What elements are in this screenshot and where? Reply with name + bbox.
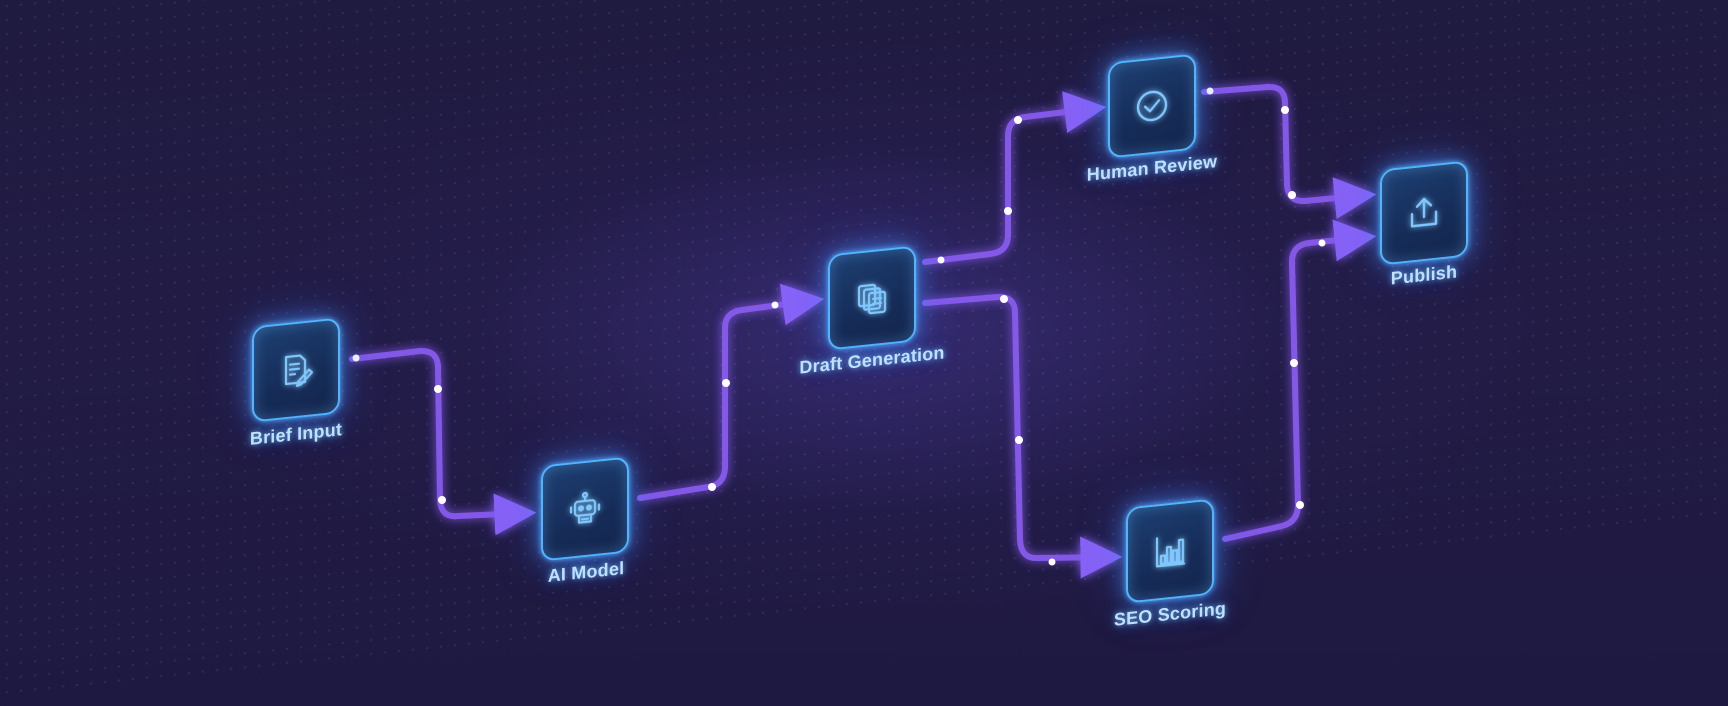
- stacked-documents-icon: [857, 283, 887, 315]
- connector-brief-to-ai: [349, 347, 537, 536]
- connector-review-to-publish: [1201, 83, 1377, 220]
- document-pen-icon: [284, 354, 314, 388]
- node-ai-model[interactable]: [541, 456, 629, 562]
- upload-icon: [1410, 197, 1438, 228]
- connector-draft-to-seo: [922, 293, 1123, 579]
- connector-ai-to-draft: [637, 283, 825, 501]
- robot-icon: [569, 491, 601, 524]
- bar-chart-icon: [1155, 537, 1186, 568]
- node-publish[interactable]: [1380, 160, 1468, 266]
- node-seo-scoring[interactable]: [1126, 498, 1214, 604]
- node-brief-input[interactable]: [252, 317, 340, 423]
- connector-draft-to-review: [922, 91, 1107, 265]
- check-circle-icon: [1136, 90, 1168, 122]
- connector-dots: [352, 87, 1326, 566]
- connector-seo-to-publish: [1222, 219, 1377, 542]
- node-human-review[interactable]: [1108, 53, 1196, 159]
- node-draft-generation[interactable]: [828, 245, 916, 351]
